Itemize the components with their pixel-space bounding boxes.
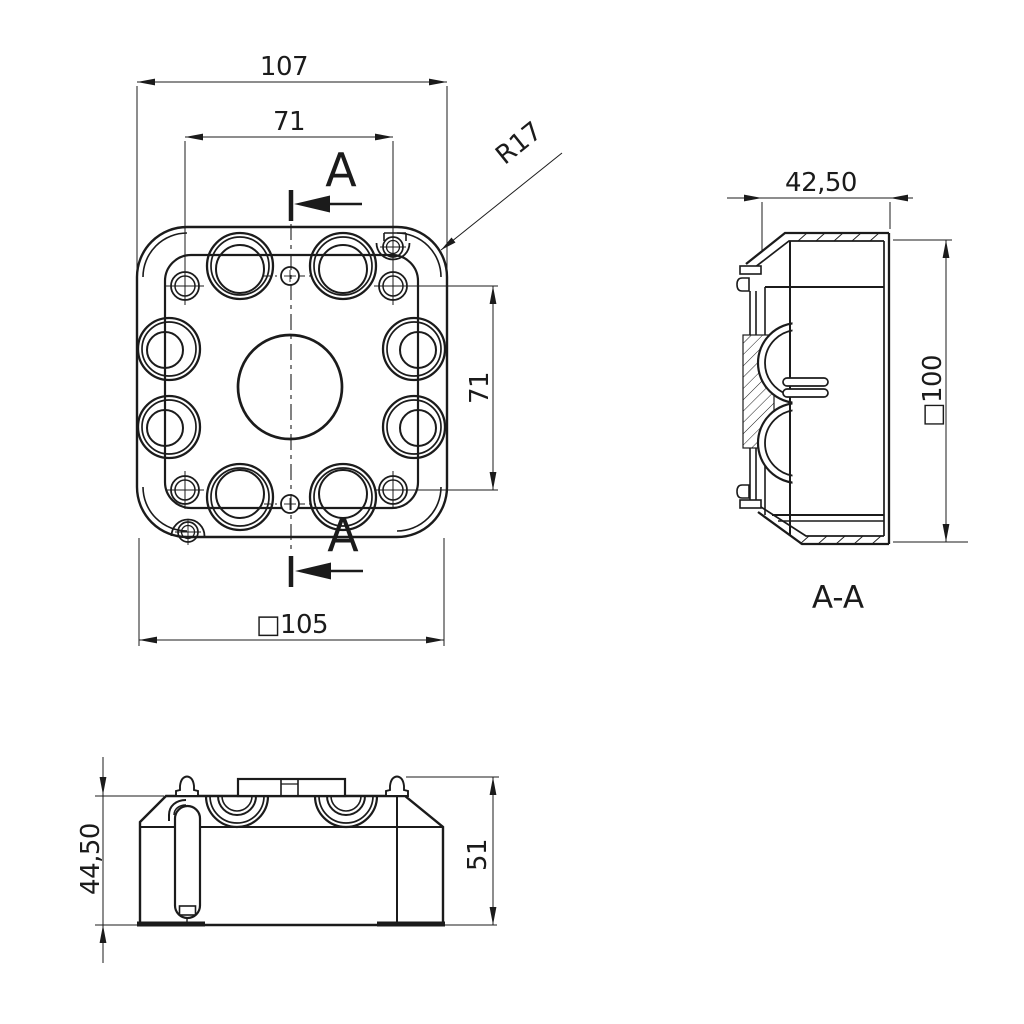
section-wall-clips <box>736 265 766 515</box>
dim-label-r17: R17 <box>490 117 548 171</box>
side-top-plate <box>236 777 347 798</box>
dim-label-71-horizontal: 71 <box>273 107 305 137</box>
side-screw-channel <box>168 799 202 925</box>
side-latch-cones <box>175 775 409 797</box>
section-title: A-A <box>812 580 864 616</box>
dim-42-50: 42,50 <box>727 168 913 250</box>
dim-label-71-vertical: 71 <box>465 372 495 404</box>
front-central-knockout <box>236 333 344 441</box>
section-cut-marks: A A <box>288 143 363 587</box>
side-view: 44,50 51 <box>76 757 499 963</box>
front-center-bosses <box>264 266 316 514</box>
side-knockout-domes <box>204 795 379 829</box>
dim-label-105: □105 <box>256 610 328 640</box>
dim-label-100: □100 <box>918 355 948 427</box>
dim-label-42-50: 42,50 <box>785 168 857 198</box>
dim-label-44-50: 44,50 <box>76 823 106 895</box>
section-letter-bottom: A <box>327 508 359 562</box>
dim-51: 51 <box>406 776 499 925</box>
dim-label-51: 51 <box>463 839 493 871</box>
section-letter-top: A <box>325 143 357 197</box>
front-screw-holes <box>166 267 412 509</box>
dim-44-50: 44,50 <box>76 757 164 963</box>
dim-105: □105 <box>138 538 445 646</box>
front-view: 107 71 71 □105 R17 <box>135 52 563 646</box>
dim-107: 107 <box>136 52 448 276</box>
section-prongs <box>782 377 829 398</box>
radius-callout-r17: R17 <box>440 117 563 251</box>
dim-71-vertical: 71 <box>408 285 498 491</box>
dim-71-horizontal: 71 <box>184 107 394 271</box>
section-body-outline <box>745 231 891 546</box>
section-view: 42,50 □100 A-A <box>727 168 968 616</box>
front-knockouts <box>136 231 447 532</box>
dim-label-107: 107 <box>260 52 308 82</box>
dim-100: □100 <box>893 239 968 543</box>
